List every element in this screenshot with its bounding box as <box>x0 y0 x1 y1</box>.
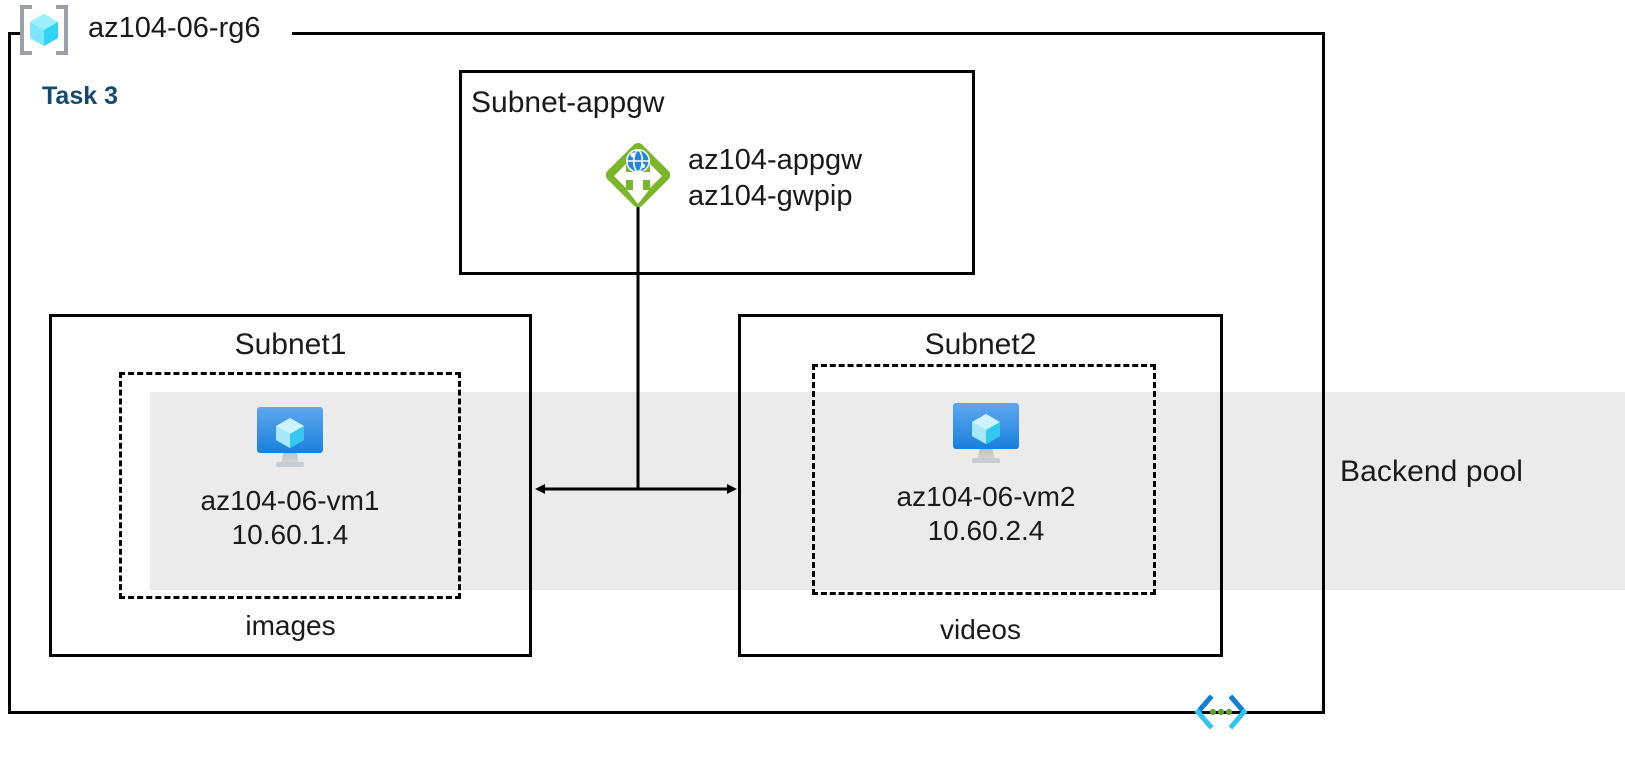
subnet-appgw-title: Subnet-appgw <box>471 86 665 119</box>
resource-group-title: az104-06-rg6 <box>88 12 261 44</box>
subnet1-title: Subnet1 <box>234 328 347 361</box>
vm1-name: az104-06-vm1 <box>200 485 380 516</box>
subnet2-title: Subnet2 <box>924 328 1037 361</box>
virtual-machine-icon <box>953 403 1019 463</box>
code-brackets-icon <box>1194 694 1248 730</box>
application-gateway-labels: az104-appgw az104-gwpip <box>688 142 862 214</box>
task-label: Task 3 <box>42 82 118 110</box>
subnet1-box <box>49 314 532 657</box>
subnet2-dashed-group <box>812 364 1156 595</box>
appgw-name: az104-appgw <box>688 144 863 176</box>
application-gateway-icon <box>605 142 671 208</box>
resource-group-title-gap <box>20 22 292 44</box>
subnet-appgw-box <box>459 70 975 275</box>
vm2-name: az104-06-vm2 <box>896 481 1076 512</box>
vm2-node[interactable]: az104-06-vm2 10.60.2.4 <box>856 398 1116 548</box>
subnet2-box <box>738 314 1223 657</box>
backend-pool-label: Backend pool <box>1340 455 1524 488</box>
appgw-public-ip-name: az104-gwpip <box>688 180 853 212</box>
backend-pool-band <box>150 392 1625 590</box>
virtual-machine-icon <box>257 407 323 467</box>
vm1-ip: 10.60.1.4 <box>231 519 349 550</box>
resource-group-boundary <box>8 32 1325 714</box>
subnet1-footer: images <box>245 610 336 641</box>
subnet2-footer: videos <box>940 614 1021 645</box>
vm1-node[interactable]: az104-06-vm1 10.60.1.4 <box>160 402 420 552</box>
vm2-ip: 10.60.2.4 <box>927 515 1045 546</box>
resource-group-icon <box>20 5 68 55</box>
subnet1-dashed-group <box>119 372 461 599</box>
